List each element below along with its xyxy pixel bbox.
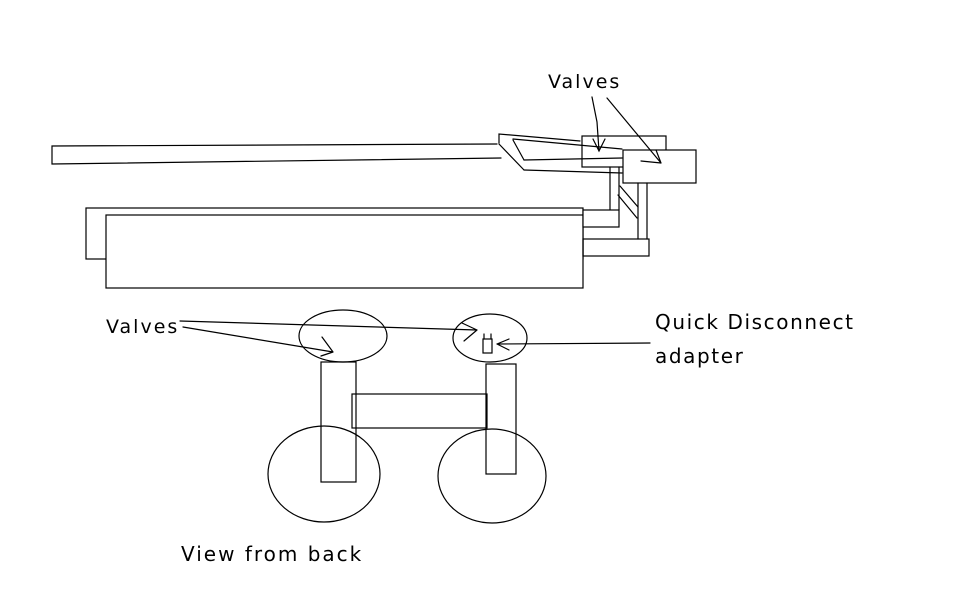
- crossbar: [351, 393, 488, 429]
- label-quick-disconnect-line2: adapter: [655, 344, 745, 368]
- side-view: [51, 96, 697, 289]
- quick-disconnect-arrow: [496, 338, 651, 351]
- body-plate-inner: [105, 214, 584, 289]
- mount-box: [582, 209, 620, 228]
- label-valves-back: Valves: [106, 316, 180, 338]
- valve-ellipse-left: [298, 309, 388, 363]
- post-right: [485, 363, 517, 475]
- label-quick-disconnect: Quick Disconnect adapter: [655, 305, 855, 373]
- strut-right: [637, 182, 648, 240]
- lower-connector: [582, 238, 650, 257]
- bar-bottom-edge: [523, 169, 623, 174]
- wheel-right: [437, 428, 547, 524]
- post-left: [320, 361, 357, 483]
- label-view-from-back: View from back: [181, 542, 364, 566]
- valve-box-2: [622, 149, 697, 184]
- clamp-diagonal-2: [512, 139, 525, 161]
- bar-top-edge: [523, 157, 623, 161]
- label-valves-top: Valves: [548, 71, 622, 93]
- label-quick-disconnect-line1: Quick Disconnect: [655, 310, 855, 334]
- hatch-lines: [617, 185, 639, 219]
- rod: [51, 143, 502, 165]
- valves-top-arrow-left: [591, 96, 606, 153]
- valve-ellipse-right: [452, 313, 528, 363]
- clamp-front-edge: [512, 138, 623, 150]
- valves-top-arrow-right: [606, 97, 662, 164]
- clamp-top-edge: [498, 133, 581, 144]
- strut-left: [609, 166, 620, 211]
- quick-disconnect-adapter-ticks: [483, 333, 492, 340]
- valves-back-arrow-short: [182, 326, 334, 357]
- wheel-left: [267, 425, 381, 523]
- quick-disconnect-adapter: [482, 338, 493, 354]
- clamp-diagonal-1: [498, 143, 525, 171]
- valves-back-arrow-long: [179, 320, 478, 342]
- back-view: [179, 309, 651, 524]
